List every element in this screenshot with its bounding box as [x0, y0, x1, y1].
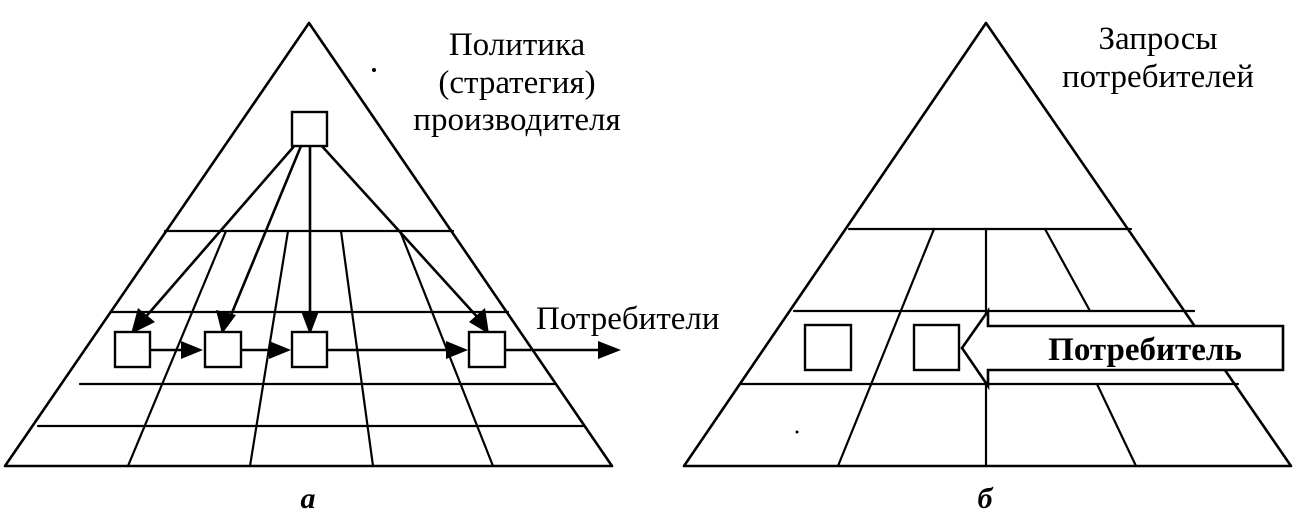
left-division-1	[126, 229, 228, 468]
left-pyramid-outline	[3, 21, 614, 468]
right-pyramid: Запросы потребителей Потребитель б	[682, 21, 1293, 515]
left-chain-head-1	[181, 341, 203, 359]
right-box-1	[803, 323, 853, 372]
left-top-label-line-2: (стратегия)	[438, 65, 595, 101]
right-arrow-label: Потребитель	[1048, 332, 1242, 368]
right-division-3	[1043, 227, 1092, 313]
right-pyramid-outline	[682, 21, 1293, 468]
left-top-label-line-1: Политика	[449, 27, 586, 63]
left-arrow-a	[141, 142, 298, 322]
left-arrow-d	[318, 142, 482, 322]
left-division-3	[339, 229, 375, 468]
right-top-label-line-2: потребителей	[1062, 59, 1254, 95]
speck-2	[795, 430, 799, 434]
right-box-2	[912, 323, 961, 372]
right-division-4	[1095, 382, 1138, 468]
left-chain-head-2	[269, 341, 291, 359]
left-arrowhead-b	[216, 310, 236, 334]
left-caption: а	[301, 482, 316, 515]
left-box-2	[203, 330, 243, 369]
left-arrowhead-c	[301, 311, 319, 335]
left-top-box	[290, 110, 329, 148]
left-top-label-line-3: производителя	[413, 102, 620, 138]
left-side-label: Потребители	[536, 301, 720, 337]
speck-1	[372, 68, 376, 72]
left-arrow-b	[227, 144, 303, 322]
left-box-3	[290, 330, 329, 369]
left-arrowhead-d	[469, 308, 489, 334]
left-arrowhead-a	[131, 308, 155, 334]
left-box-1	[113, 330, 152, 369]
left-chain-head-3	[446, 341, 468, 359]
left-pyramid: Политика (стратегия) производителя Потре…	[3, 21, 720, 515]
left-chain-head-4	[598, 341, 621, 359]
right-division-1	[836, 227, 936, 468]
left-box-4	[467, 330, 507, 369]
right-consumer-arrow	[960, 306, 1285, 391]
right-caption: б	[978, 482, 994, 515]
right-top-label-line-1: Запросы	[1098, 21, 1217, 57]
